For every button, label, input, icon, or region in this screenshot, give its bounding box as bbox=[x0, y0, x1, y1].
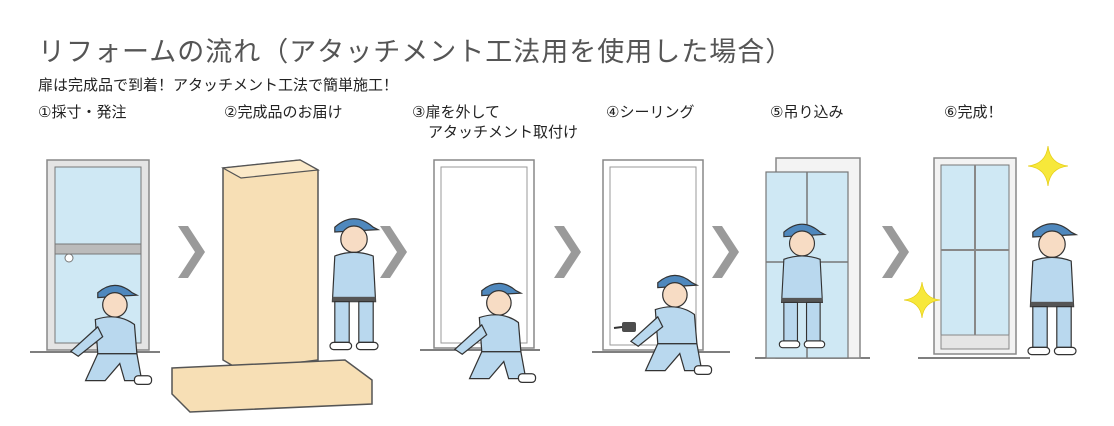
chevron-arrow-icon bbox=[178, 226, 909, 278]
step-6-label: ⑥完成！ bbox=[944, 103, 1003, 121]
page-subtitle: 扉は完成品で到着！アタッチメント工法で簡単施工！ bbox=[38, 76, 399, 94]
drill-icon bbox=[613, 322, 636, 332]
step-2-label: ②完成品のお届け bbox=[224, 103, 343, 121]
page-title: リフォームの流れ（アタッチメント工法用を使用した場合） bbox=[38, 37, 794, 68]
step-2-delivery-boxes bbox=[171, 159, 373, 413]
step-5-label: ⑤吊り込み bbox=[770, 103, 844, 121]
step-6-finished-door bbox=[933, 157, 1017, 355]
step-1-label: ①採寸・発注 bbox=[38, 103, 127, 121]
step-3-door-frame bbox=[433, 159, 535, 349]
step-3-label: ③扉を外して アタッチメント取付け bbox=[412, 103, 579, 141]
step-4-label: ④シーリング bbox=[606, 103, 695, 121]
step-4-door-frame bbox=[602, 159, 704, 351]
step-6-worker-icon bbox=[1027, 223, 1077, 356]
step-2-worker-icon bbox=[329, 218, 379, 351]
floor-lines bbox=[30, 349, 1030, 359]
